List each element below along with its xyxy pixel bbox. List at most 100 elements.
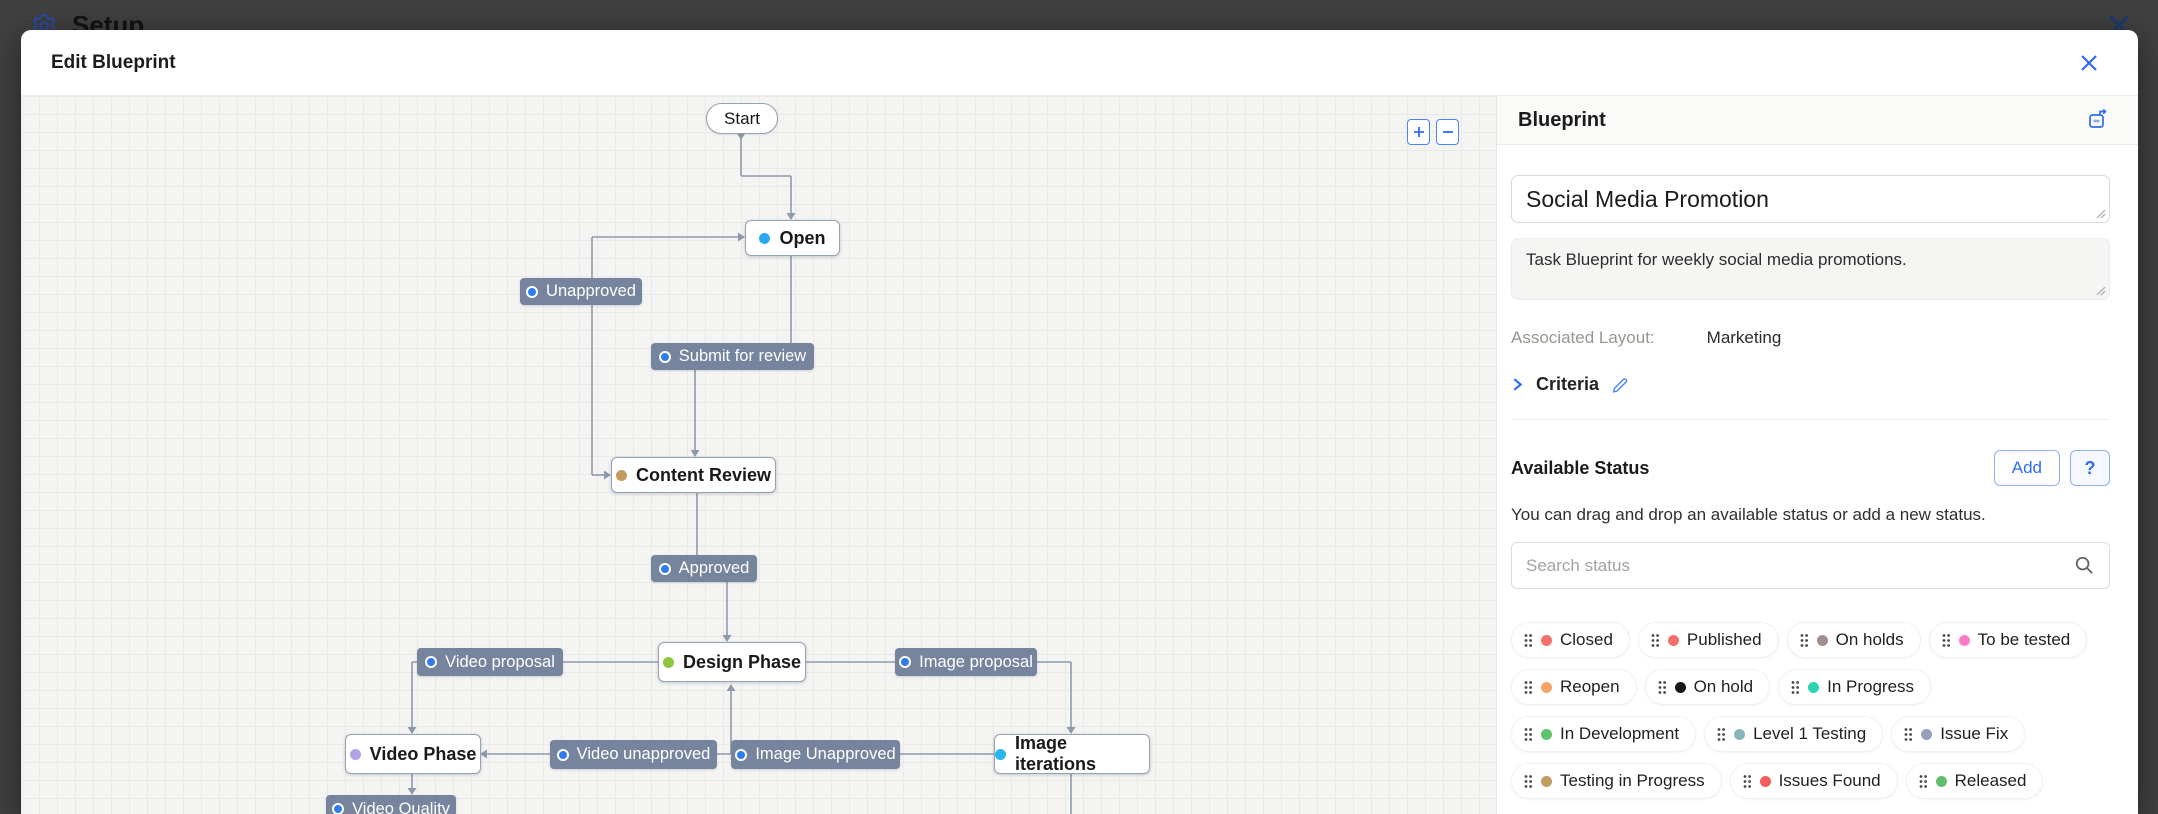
flow-node-label: Video unapproved	[576, 745, 711, 763]
available-status-title: Available Status	[1511, 457, 1650, 478]
status-chip[interactable]: In Development	[1511, 716, 1697, 752]
status-chip[interactable]: Published	[1637, 622, 1779, 658]
status-chip-label: On holds	[1835, 630, 1904, 649]
drag-handle-icon[interactable]	[1941, 633, 1951, 648]
flow-node-label: Design Phase	[682, 651, 802, 672]
status-chip[interactable]: Testing in Progress	[1511, 763, 1722, 799]
modal-title: Edit Blueprint	[51, 51, 176, 73]
zoom-in-button[interactable]	[1407, 119, 1430, 145]
status-chip[interactable]: On holds	[1786, 622, 1921, 658]
status-color-dot	[899, 656, 912, 668]
flow-node-label: Video Phase	[369, 743, 477, 764]
status-color-dot	[1541, 634, 1552, 646]
flow-node-image-iterations[interactable]: Image iterations	[994, 733, 1150, 774]
status-chip[interactable]: Issues Found	[1729, 763, 1898, 799]
drag-handle-icon[interactable]	[1657, 680, 1667, 695]
status-color-dot	[1541, 681, 1552, 693]
status-color-dot	[1674, 681, 1686, 693]
flow-node-video-unapproved[interactable]: Video unapproved	[550, 740, 717, 769]
status-color-dot	[615, 469, 627, 481]
flow-node-submit[interactable]: Submit for review	[651, 343, 814, 370]
flow-node-image-proposal[interactable]: Image proposal	[895, 648, 1037, 676]
drag-handle-icon[interactable]	[1523, 727, 1533, 742]
flow-node-label: Open	[779, 227, 826, 248]
status-color-dot	[759, 232, 771, 244]
status-color-dot	[662, 656, 674, 668]
flow-node-image-unapproved[interactable]: Image Unapproved	[731, 740, 900, 769]
status-color-dot	[349, 748, 361, 760]
status-chip[interactable]: To be tested	[1928, 622, 2088, 658]
status-chip-label: On hold	[1693, 677, 1754, 696]
flow-node-start[interactable]: Start	[706, 103, 778, 134]
resize-handle-icon[interactable]	[2094, 207, 2106, 219]
flow-node-video-quality[interactable]: Video Quality	[326, 795, 456, 814]
status-search-input[interactable]	[1526, 555, 2074, 576]
available-status-hint: You can drag and drop an available statu…	[1511, 505, 1986, 524]
status-chip[interactable]: On hold	[1644, 669, 1771, 705]
status-color-dot	[332, 803, 345, 814]
status-chip-label: Closed	[1560, 630, 1613, 649]
status-color-dot	[658, 562, 671, 575]
flow-node-video-phase[interactable]: Video Phase	[345, 734, 481, 774]
status-color-dot	[995, 748, 1006, 760]
status-chip[interactable]: In Progress	[1778, 669, 1932, 705]
drag-handle-icon[interactable]	[1799, 633, 1809, 648]
status-chip[interactable]: Released	[1905, 763, 2044, 799]
status-chip[interactable]: Closed	[1511, 622, 1630, 658]
zoom-out-button[interactable]	[1436, 119, 1459, 145]
drag-handle-icon[interactable]	[1918, 774, 1928, 789]
close-icon[interactable]	[2074, 48, 2104, 78]
drag-handle-icon[interactable]	[1650, 633, 1660, 648]
status-color-dot	[526, 285, 539, 298]
help-button[interactable]: ?	[2070, 450, 2110, 486]
blueprint-panel: Blueprint Social Media Promotion Task Bl…	[1496, 96, 2138, 814]
status-color-dot	[556, 748, 569, 761]
status-chip-label: Reopen	[1560, 677, 1620, 696]
add-status-button[interactable]: Add	[1993, 450, 2060, 486]
drag-handle-icon[interactable]	[1716, 727, 1726, 742]
status-chip-label: Published	[1686, 630, 1762, 649]
status-color-dot	[1921, 728, 1933, 740]
export-icon[interactable]	[2086, 107, 2112, 133]
flow-node-approved[interactable]: Approved	[651, 555, 757, 582]
status-chip[interactable]: Reopen	[1511, 669, 1637, 705]
status-color-dot	[1541, 728, 1552, 740]
status-chip-label: In Progress	[1827, 677, 1915, 696]
flow-node-open[interactable]: Open	[745, 220, 840, 256]
flow-node-label: Image iterations	[1015, 733, 1097, 774]
criteria-toggle[interactable]: Criteria	[1511, 374, 2110, 395]
resize-handle-icon[interactable]	[2094, 284, 2106, 296]
drag-handle-icon[interactable]	[1523, 774, 1533, 789]
status-chip-label: Level 1 Testing	[1753, 724, 1867, 743]
status-color-dot	[425, 656, 438, 668]
status-color-dot	[1667, 634, 1679, 646]
flow-node-design-phase[interactable]: Design Phase	[658, 642, 806, 682]
drag-handle-icon[interactable]	[1790, 680, 1800, 695]
drag-handle-icon[interactable]	[1742, 774, 1752, 789]
blueprint-description-input[interactable]: Task Blueprint for weekly social media p…	[1511, 238, 2110, 300]
status-chip-label: Issue Fix	[1940, 724, 2009, 743]
associated-layout-value: Marketing	[1706, 328, 1782, 347]
search-icon	[2074, 555, 2095, 576]
pencil-icon[interactable]	[1611, 375, 1630, 394]
drag-handle-icon[interactable]	[1903, 727, 1913, 742]
flow-node-label: Image Unapproved	[755, 745, 896, 763]
status-color-dot	[1958, 634, 1970, 646]
status-color-dot	[1734, 728, 1746, 740]
status-color-dot	[1541, 775, 1552, 787]
flow-node-unapproved[interactable]: Unapproved	[520, 278, 642, 305]
flow-node-video-proposal[interactable]: Video proposal	[417, 648, 563, 676]
flow-node-label: Content Review	[635, 464, 772, 485]
drag-handle-icon[interactable]	[1523, 680, 1533, 695]
status-chip[interactable]: Level 1 Testing	[1704, 716, 1884, 752]
status-color-dot	[1759, 775, 1771, 787]
status-chip[interactable]: Issue Fix	[1891, 716, 2026, 752]
status-color-dot	[658, 350, 671, 363]
flow-node-label: Image proposal	[919, 652, 1033, 671]
blueprint-name-input[interactable]: Social Media Promotion	[1511, 175, 2110, 223]
drag-handle-icon[interactable]	[1523, 633, 1533, 648]
flow-node-content-review[interactable]: Content Review	[611, 457, 776, 493]
flow-node-label: Unapproved	[546, 282, 636, 300]
